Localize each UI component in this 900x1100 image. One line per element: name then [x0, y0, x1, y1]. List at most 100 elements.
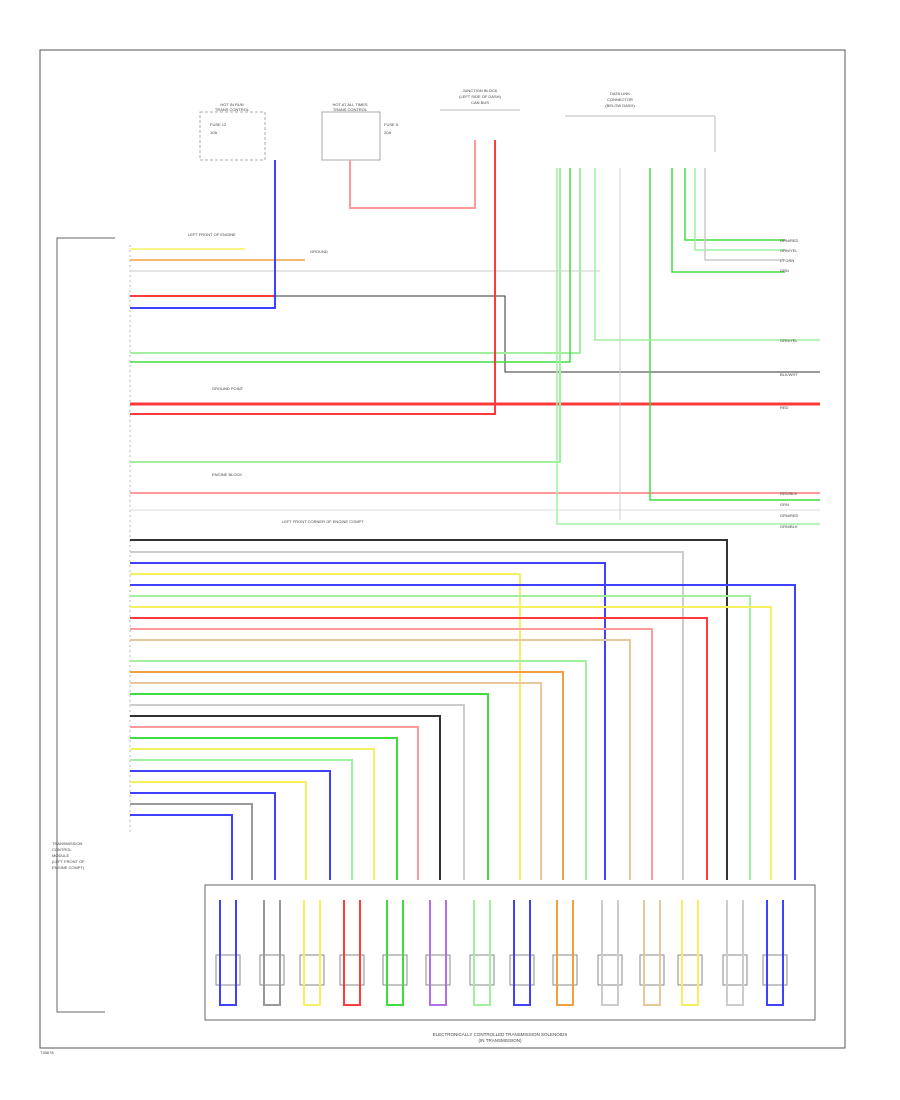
svg-text:DATA LINK: DATA LINK — [610, 91, 630, 96]
right-label-r8: RED/BLK — [780, 491, 797, 496]
svg-text:CAN BUS: CAN BUS — [471, 100, 489, 105]
wire-harness-17 — [130, 737, 398, 880]
svg-text:(LEFT SIDE OF DASH): (LEFT SIDE OF DASH) — [459, 94, 501, 99]
wire-blue — [130, 160, 276, 309]
right-edge-labels: GRN/RED GRN/YEL LT GRN GRN GRN/YEL BLK/W… — [780, 238, 799, 529]
right-label-r1: GRN/RED — [780, 238, 799, 243]
wire-harness-5 — [130, 595, 751, 880]
solenoid-12 — [677, 900, 703, 1006]
wire-harness-2 — [130, 562, 606, 880]
annotation-left-ground: LEFT FRONT OF ENGINE — [188, 232, 236, 237]
solenoid-9 — [552, 900, 578, 1006]
wire-light-green-e — [694, 168, 785, 251]
wire-light-green — [130, 168, 581, 354]
connector-data-link: DATA LINK CONNECTOR (BELOW DASH) — [565, 91, 716, 152]
wire-harness-4 — [130, 584, 796, 880]
right-label-r11: GRN/BLK — [780, 524, 798, 529]
svg-text:(LEFT FRONT OF: (LEFT FRONT OF — [52, 859, 85, 864]
svg-text:TRANS CONTROL: TRANS CONTROL — [333, 107, 368, 112]
solenoid-block-subtitle: (IN TRANSMISSION) — [479, 1038, 522, 1043]
solenoid-13 — [722, 900, 748, 1006]
solenoid-7 — [469, 900, 495, 1006]
svg-text:20A: 20A — [384, 130, 391, 135]
right-label-r2: GRN/YEL — [780, 248, 798, 253]
right-label-r3: LT GRN — [780, 258, 794, 263]
wire-harness-9 — [130, 639, 631, 880]
wire-harness-15 — [130, 715, 441, 880]
annotation-ground-c: ENGINE BLOCK — [212, 472, 242, 477]
svg-text:ENGINE COMPT): ENGINE COMPT) — [52, 865, 85, 870]
annotation-ground-b: GROUND POINT — [212, 386, 244, 391]
svg-text:CONNECTOR: CONNECTOR — [607, 97, 633, 102]
wire-harness-21 — [130, 781, 307, 880]
solenoid-2 — [259, 900, 285, 1006]
svg-text:FUSE 12: FUSE 12 — [210, 122, 227, 127]
svg-text:MODULE: MODULE — [52, 853, 69, 858]
svg-text:CONTROL: CONTROL — [52, 847, 72, 852]
wire-black — [130, 295, 820, 373]
svg-text:TRANS CONTROL: TRANS CONTROL — [215, 107, 250, 112]
wire-light-green-b — [130, 168, 561, 463]
solenoid-10 — [597, 900, 623, 1006]
svg-text:JUNCTION BLOCK: JUNCTION BLOCK — [463, 88, 498, 93]
svg-text:HOT IN RUN: HOT IN RUN — [220, 102, 243, 107]
solenoid-5 — [382, 900, 408, 1006]
wire-green-b — [649, 168, 820, 501]
wire-green-c — [684, 168, 785, 241]
connector-hot-at-all-times: HOT AT ALL TIMES TRANS CONTROL FUSE 5 20… — [321, 102, 399, 161]
wire-green-d — [671, 168, 785, 273]
transmission-control-module: TRANSMISSION CONTROL MODULE (LEFT FRONT … — [52, 237, 131, 1013]
right-label-r10: GRN/RED — [780, 513, 799, 518]
wire-harness-13 — [130, 693, 489, 880]
wire-green — [130, 168, 571, 363]
solenoid-block-title: ELECTRONICALLY CONTROLLED TRANSMISSION S… — [433, 1032, 568, 1037]
wire-harness-18 — [130, 748, 375, 880]
annotation-power-note: LEFT FRONT CORNER OF ENGINE COMPT — [282, 519, 364, 524]
wire-harness-8 — [130, 628, 653, 880]
svg-text:FUSE 5: FUSE 5 — [384, 122, 399, 127]
wire-gray-d — [704, 168, 785, 261]
footer-code: T45678 — [40, 1050, 54, 1055]
svg-text:10A: 10A — [210, 130, 217, 135]
wire-harness-11 — [130, 671, 564, 880]
wire-harness-22 — [130, 792, 276, 880]
tcm-label: TRANSMISSION CONTROL MODULE (LEFT FRONT … — [52, 841, 85, 870]
solenoid-1 — [215, 900, 241, 1006]
right-label-r4: GRN — [780, 268, 789, 273]
right-label-r9: GRN — [780, 502, 789, 507]
svg-text:TRANSMISSION: TRANSMISSION — [52, 841, 83, 846]
wire-red-b — [130, 140, 496, 415]
solenoid-11 — [639, 900, 665, 1006]
solenoid-3 — [299, 900, 325, 1006]
svg-text:HOT AT ALL TIMES: HOT AT ALL TIMES — [332, 102, 367, 107]
solenoid-6 — [425, 900, 451, 1006]
wire-harness-14 — [130, 704, 465, 880]
connector-junction-block: JUNCTION BLOCK (LEFT SIDE OF DASH) CAN B… — [440, 88, 520, 111]
wire-harness-19 — [130, 759, 353, 880]
right-label-r6: BLK/WHT — [780, 372, 798, 377]
wire-harness-1 — [130, 551, 684, 880]
wire-harness-20 — [130, 770, 331, 880]
annotation-ground-a: GROUND — [310, 249, 328, 254]
svg-text:(BELOW DASH): (BELOW DASH) — [605, 103, 635, 108]
solenoid-4 — [339, 900, 365, 1006]
wire-harness-0 — [130, 539, 728, 880]
right-label-r5: GRN/YEL — [780, 338, 798, 343]
right-label-r7: RED — [780, 405, 789, 410]
wire-group — [130, 140, 820, 880]
wire-harness-16 — [130, 726, 419, 880]
wire-harness-3 — [130, 573, 521, 880]
wire-harness-6 — [130, 606, 772, 880]
wire-harness-24 — [130, 814, 233, 880]
diagram-border — [39, 49, 846, 1049]
wire-light-green-d — [594, 168, 820, 341]
connector-hot-in-run: HOT IN RUN TRANS CONTROL FUSE 12 10A — [199, 102, 266, 161]
wire-harness-23 — [130, 803, 253, 880]
solenoid-block: ELECTRONICALLY CONTROLLED TRANSMISSION S… — [204, 884, 816, 1043]
wire-harness-12 — [130, 682, 542, 880]
solenoid-8 — [509, 900, 535, 1006]
wire-light-green-c — [556, 168, 820, 525]
wire-harness-7 — [130, 617, 708, 880]
wire-pink — [349, 140, 476, 209]
